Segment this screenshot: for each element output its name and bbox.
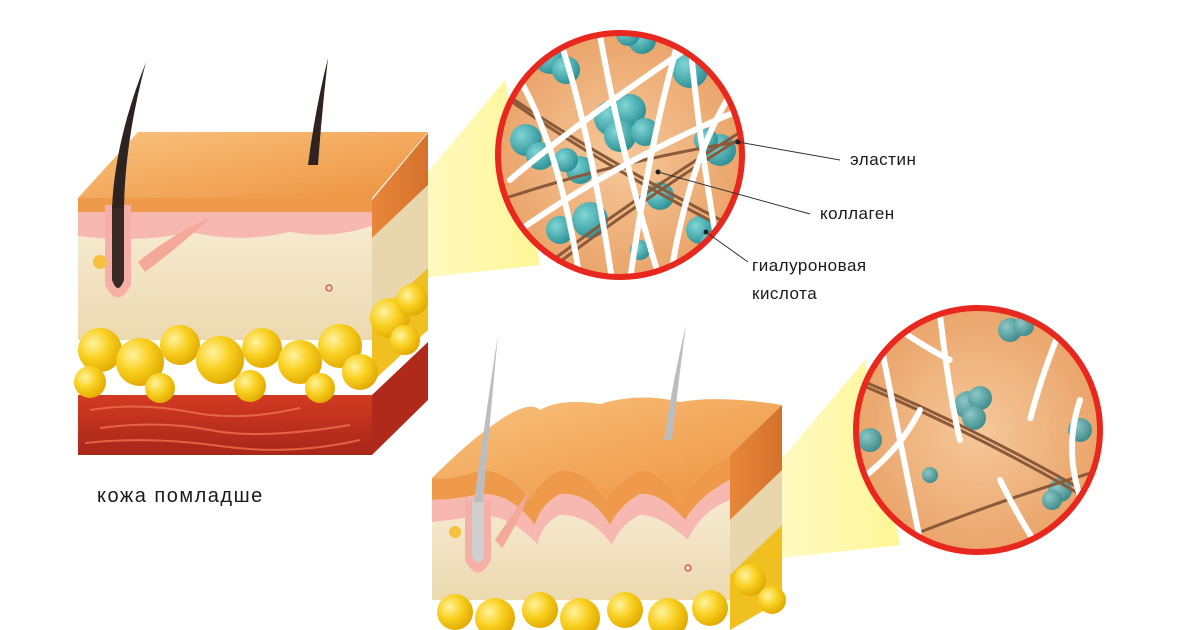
young-epidermis-top bbox=[78, 132, 428, 198]
young-hair-1 bbox=[112, 62, 146, 208]
aged-hair-2 bbox=[664, 325, 686, 440]
zoom-aged bbox=[853, 305, 1103, 555]
young-skin-caption: кожа помладше bbox=[97, 485, 264, 507]
young-hair-2 bbox=[308, 58, 328, 165]
leader-lines bbox=[657, 141, 841, 263]
aged-epidermis-front bbox=[432, 455, 730, 525]
young-epidermis-front bbox=[78, 198, 372, 212]
zoom-ring-young bbox=[495, 30, 745, 280]
zoom-young bbox=[495, 30, 745, 280]
label-collagen: коллаген bbox=[820, 204, 895, 223]
label-hyaluronic-2: кислота bbox=[752, 284, 818, 303]
young-muscle-side bbox=[372, 342, 428, 455]
young-cell-layer bbox=[78, 212, 372, 240]
label-hyaluronic-1: гиалуроновая bbox=[752, 256, 867, 275]
label-elastin: эластин bbox=[850, 150, 917, 169]
young-epidermis-side bbox=[372, 133, 428, 238]
aged-hair-1 bbox=[474, 334, 498, 502]
young-fat-layer bbox=[74, 284, 428, 403]
zoom-ring-aged bbox=[853, 305, 1103, 555]
aged-fat-layer bbox=[437, 564, 786, 630]
aged-epidermis-top bbox=[432, 397, 782, 500]
young-skin-block bbox=[74, 58, 540, 455]
aged-skin-block bbox=[432, 325, 900, 630]
